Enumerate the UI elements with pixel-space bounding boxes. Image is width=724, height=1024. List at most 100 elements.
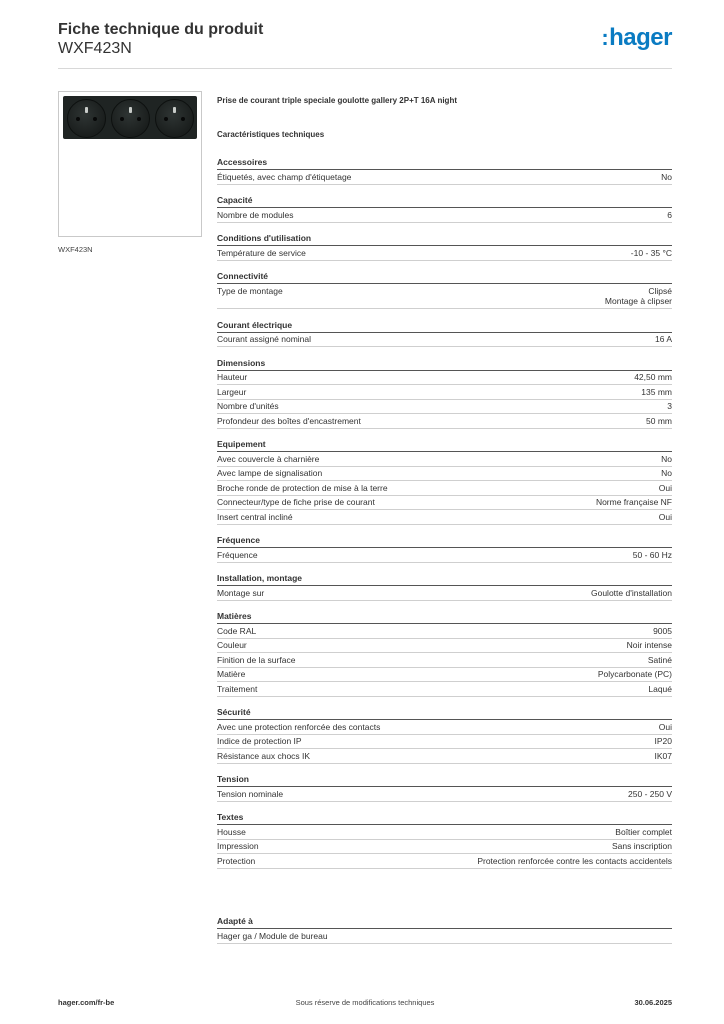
spec-row: Température de service-10 - 35 °C	[217, 246, 672, 261]
spec-label: Impression	[217, 841, 259, 851]
spec-value: Protection renforcée contre les contacts…	[477, 855, 672, 866]
spec-label: Insert central incliné	[217, 511, 293, 522]
spec-value: IK07	[654, 750, 673, 761]
spec-value: Laqué	[648, 683, 672, 694]
page-header: Fiche technique du produit WXF423N :hage…	[58, 20, 672, 68]
header-divider	[58, 68, 672, 69]
product-reference: WXF423N	[58, 40, 132, 57]
spec-value: Noir intense	[626, 640, 672, 650]
spec-label: Profondeur des boîtes d'encastrement	[217, 415, 361, 426]
spec-value: Oui	[658, 482, 672, 493]
spec-label: Connecteur/type de fiche prise de couran…	[217, 497, 375, 507]
spec-value: Oui	[658, 511, 672, 522]
socket-icon	[111, 99, 150, 138]
spec-row: Tension nominale 250 - 250 V	[217, 787, 672, 802]
image-caption: WXF423N	[58, 245, 93, 254]
spec-value: Polycarbonate (PC)	[597, 669, 672, 679]
spec-value: Boîtier complet	[615, 826, 672, 837]
spec-label: Étiquetés, avec champ d'étiquetage	[217, 171, 352, 182]
spec-row: Connecteur/type de fiche prise de couran…	[217, 496, 672, 510]
spec-value: No	[661, 453, 672, 464]
spec-label: Avec une protection renforcée des contac…	[217, 721, 381, 732]
spec-row: Étiquetés, avec champ d'étiquetage No	[217, 170, 672, 185]
spec-value: 9005	[653, 625, 672, 636]
section-title: Tension	[217, 773, 672, 787]
spec-row: Broche ronde de protection de mise à la …	[217, 481, 672, 496]
spec-value: Oui	[658, 721, 672, 732]
spec-row: Type de montage Clipsé Montage à clipser	[217, 284, 672, 309]
spec-label: Nombre de modules	[217, 209, 294, 220]
spec-label: Couleur	[217, 640, 247, 650]
spec-row: Couleur Noir intense	[217, 639, 672, 653]
section-title: Conditions d'utilisation	[217, 232, 672, 246]
footer-date: 30.06.2025	[634, 998, 672, 1007]
section-title: Connectivité	[217, 270, 672, 284]
product-description: Prise de courant triple speciale goulott…	[217, 96, 457, 105]
footer-disclaimer: Sous réserve de modifications techniques	[295, 998, 435, 1007]
spec-row: Courant assigné nominal 16 A	[217, 333, 672, 347]
spec-label: Broche ronde de protection de mise à la …	[217, 482, 388, 493]
section-title: Fréquence	[217, 534, 672, 548]
spec-value: No	[661, 171, 672, 182]
spec-label: Tension nominale	[217, 788, 284, 799]
section-title: Adapté à	[217, 915, 672, 929]
spec-label: Résistance aux chocs IK	[217, 750, 311, 761]
section-title: Accessoires	[217, 156, 672, 170]
section-title: Matières	[217, 610, 672, 624]
spec-value: 3	[667, 401, 672, 411]
spec-value: 135 mm	[641, 386, 672, 397]
spec-value: Goulotte d'installation	[590, 587, 672, 598]
technical-heading: Caractéristiques techniques	[217, 130, 325, 139]
section-title: Capacité	[217, 194, 672, 208]
spec-value: Clipsé Montage à clipser	[604, 285, 672, 307]
spec-label: Avec lampe de signalisation	[217, 468, 323, 478]
spec-row: Hager ga / Module de bureau	[217, 929, 672, 944]
product-image	[58, 91, 202, 237]
page-title: Fiche technique du produit	[58, 21, 264, 38]
spec-label: Type de montage	[217, 285, 283, 296]
spec-value: Sans inscription	[611, 841, 672, 851]
section-title: Sécurité	[217, 706, 672, 720]
socket-icon	[155, 99, 194, 138]
spec-value: 42,50 mm	[634, 372, 672, 382]
spec-label: Code RAL	[217, 625, 257, 636]
spec-label: Hauteur	[217, 372, 248, 382]
spec-value: 16 A	[654, 334, 672, 344]
section-title: Installation, montage	[217, 572, 672, 586]
logo-dots-icon: :	[601, 25, 609, 50]
spec-value: 50 mm	[646, 415, 672, 426]
section-title: Textes	[217, 811, 672, 825]
logo-text: hager	[609, 24, 672, 51]
spec-value: -10 - 35 °C	[630, 247, 672, 258]
spec-value: Norme française NF	[595, 497, 672, 507]
footer-website: hager.com/fr-be	[58, 998, 115, 1007]
spec-row: Insert central incliné Oui	[217, 510, 672, 525]
spec-row: Résistance aux chocs IK IK07	[217, 749, 672, 764]
spec-label: Courant assigné nominal	[217, 334, 312, 344]
spec-label: Montage sur	[217, 587, 265, 598]
spec-row: Hauteur 42,50 mm	[217, 371, 672, 385]
spec-value: 250 - 250 V	[628, 788, 672, 799]
spec-value: IP20	[654, 736, 673, 746]
spec-label: Fréquence	[217, 549, 258, 560]
